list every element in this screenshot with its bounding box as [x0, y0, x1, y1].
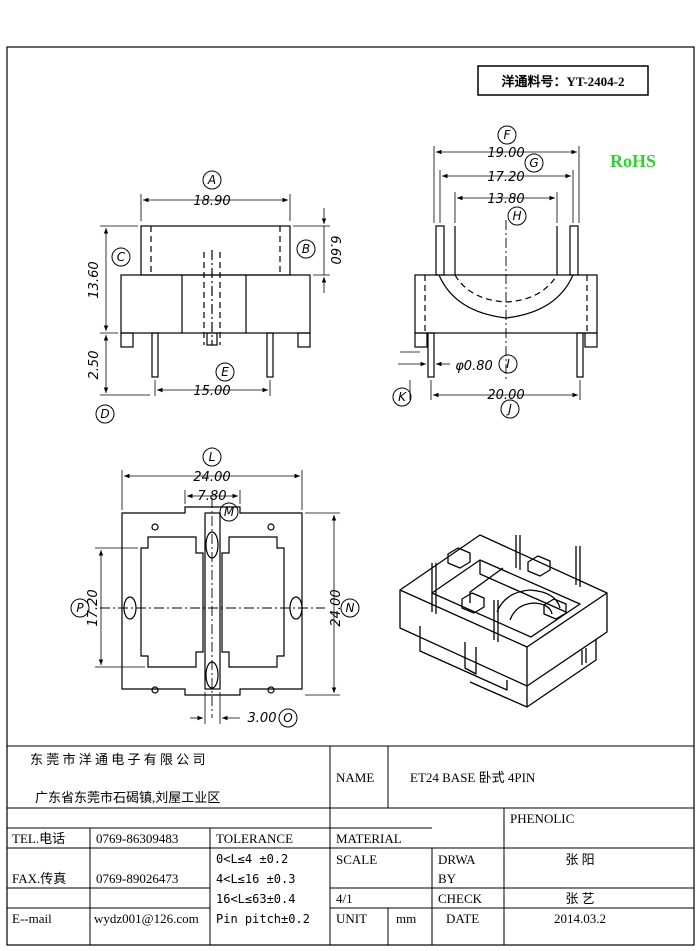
isometric-view: [399, 534, 608, 708]
callouts: [70, 125, 544, 728]
drawn-by-label-2: BY: [438, 871, 457, 886]
tolerance-row-3: 16<L≤63±0.4: [216, 892, 295, 906]
email-value: wydz001@126.com: [94, 911, 199, 926]
dim-h-value: 13.80: [487, 192, 524, 207]
check-value: 张 艺: [565, 891, 594, 906]
tolerance-row-1: 0<L≤4 ±0.2: [216, 852, 288, 866]
callout-n: N: [346, 601, 355, 615]
dim-p-value: 17.20: [86, 589, 101, 626]
title-block: [7, 745, 694, 945]
drawn-by-label-1: DRWA: [438, 852, 476, 867]
dim-d-value: 2.50: [87, 351, 102, 380]
callout-h: H: [512, 209, 521, 223]
title-block-text: 东 莞 市 洋 通 电 子 有 限 公 司 广东省东莞市石碣镇,刘屋工业区 NA…: [12, 752, 606, 926]
fax-label: FAX.传真: [12, 871, 66, 886]
date-value: 2014.03.2: [554, 911, 606, 926]
callout-m: M: [224, 505, 235, 519]
date-label: DATE: [446, 911, 479, 926]
dim-j-value: 20.00: [487, 388, 524, 403]
callout-f: F: [504, 128, 512, 142]
tolerance-row-2: 4<L≤16 ±0.3: [216, 872, 295, 886]
dim-n-value: 24.00: [329, 589, 344, 626]
callout-l: L: [209, 450, 216, 464]
tolerance-label: TOLERANCE: [216, 831, 293, 846]
side-view-text: 19.00 17.20 13.80 φ0.80 20.00: [455, 146, 524, 403]
dim-f-value: 19.00: [487, 146, 524, 161]
unit-label: UNIT: [336, 911, 367, 926]
dim-e-value: 15.00: [193, 384, 230, 399]
name-value: ET24 BASE 卧式 4PIN: [410, 770, 536, 785]
callout-a: A: [207, 173, 216, 187]
tolerance-row-4: Pin pitch±0.2: [216, 912, 310, 926]
part-number: 洋通料号：YT-2404-2: [501, 74, 624, 89]
drawn-by-value: 张 阳: [565, 852, 594, 867]
callout-o: O: [283, 711, 292, 725]
name-label: NAME: [336, 770, 374, 785]
rohs-mark: RoHS: [610, 151, 656, 171]
callout-letters: A B C D E F G H I J K L M N O P: [76, 128, 538, 725]
callout-j: J: [506, 402, 512, 416]
company-name: 东 莞 市 洋 通 电 子 有 限 公 司: [30, 752, 206, 767]
unit-value: mm: [396, 911, 416, 926]
company-address: 广东省东莞市石碣镇,刘屋工业区: [35, 790, 220, 805]
dim-a-value: 18.90: [193, 194, 230, 209]
dim-b-value: 6.60: [327, 236, 342, 265]
material-label: MATERIAL: [336, 831, 402, 846]
part-number-box: 洋通料号：YT-2404-2: [477, 65, 649, 96]
callout-b: B: [302, 242, 310, 256]
tel-label: TEL.电话: [12, 831, 65, 846]
scale-value: 4/1: [336, 891, 353, 906]
callout-c: C: [117, 250, 126, 264]
bottom-view: [95, 470, 340, 724]
dim-l-value: 24.00: [193, 470, 230, 485]
callout-i: I: [506, 357, 510, 371]
callout-k: K: [398, 390, 407, 404]
bottom-view-text: 24.00 7.80 24.00 17.20 3.00: [86, 470, 344, 726]
check-label: CHECK: [438, 891, 483, 906]
tel-value: 0769-86309483: [96, 831, 178, 846]
dim-i-value: φ0.80: [455, 359, 493, 374]
sheet-border: [6, 46, 695, 946]
dim-m-value: 7.80: [198, 489, 227, 504]
material-value: PHENOLIC: [510, 811, 574, 826]
callout-d: D: [100, 407, 109, 421]
dim-o-value: 3.00: [248, 711, 277, 726]
dim-g-value: 17.20: [487, 170, 524, 185]
front-view: [100, 194, 330, 396]
dim-c-value: 13.60: [87, 261, 102, 298]
fax-value: 0769-89026473: [96, 871, 178, 886]
front-view-text: 18.90 13.60 2.50 6.60 15.00: [87, 194, 342, 399]
email-label: E--mail: [12, 911, 52, 926]
callout-p: P: [76, 601, 84, 615]
side-view: [398, 146, 598, 400]
scale-label: SCALE: [336, 852, 377, 867]
callout-g: G: [529, 156, 538, 170]
callout-e: E: [221, 365, 229, 379]
